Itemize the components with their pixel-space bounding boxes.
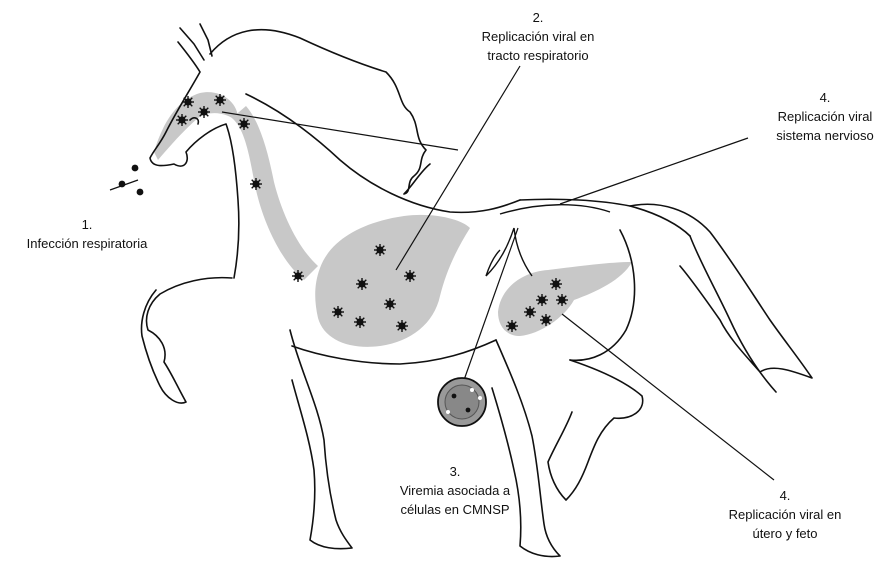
label-line2: sistema nervioso (745, 126, 889, 145)
label-line1: Replicación viral (745, 107, 889, 126)
pointer-step4-nervous (560, 138, 748, 204)
label-number: 4. (745, 88, 889, 107)
label-line1: Replicación viral en (438, 27, 638, 46)
label-line2: útero y feto (695, 524, 875, 543)
label-number: 3. (370, 462, 540, 481)
label-line2: tracto respiratorio (438, 46, 638, 65)
label-infeccion-respiratoria: 1. Infección respiratoria (2, 215, 172, 253)
infected-regions (154, 92, 632, 347)
label-line1: Replicación viral en (695, 505, 875, 524)
hind-standing-leg-outline (492, 340, 560, 557)
front-standing-leg-outline (290, 330, 352, 549)
front-raised-leg-outline (142, 278, 232, 403)
trachea-region (232, 106, 318, 280)
neck-back-outline (246, 94, 520, 212)
label-number: 4. (695, 486, 875, 505)
label-replicacion-respiratorio: 2. Replicación viral en tracto respirato… (438, 8, 638, 65)
belly-outline (292, 340, 496, 364)
hind-raised-leg-outline (548, 360, 643, 500)
label-replicacion-utero: 4. Replicación viral en útero y feto (695, 486, 875, 543)
label-viremia: 3. Viremia asociada a células en CMNSP (370, 462, 540, 519)
label-replicacion-nervioso: 4. Replicación viral sistema nervioso (745, 88, 889, 145)
label-line2: células en CMNSP (370, 500, 540, 519)
label-number: 2. (438, 8, 638, 27)
tail-outline (630, 204, 812, 392)
label-text: Infección respiratoria (2, 234, 172, 253)
label-number: 1. (2, 215, 172, 234)
inhaled-virus-particles (119, 165, 144, 196)
lung-region (315, 215, 470, 347)
label-line1: Viremia asociada a (370, 481, 540, 500)
pointer-step4-uterus (562, 314, 774, 480)
ears-outline (180, 24, 212, 60)
infected-cell-icon (438, 378, 486, 426)
nasal-cavity-region (154, 92, 238, 160)
